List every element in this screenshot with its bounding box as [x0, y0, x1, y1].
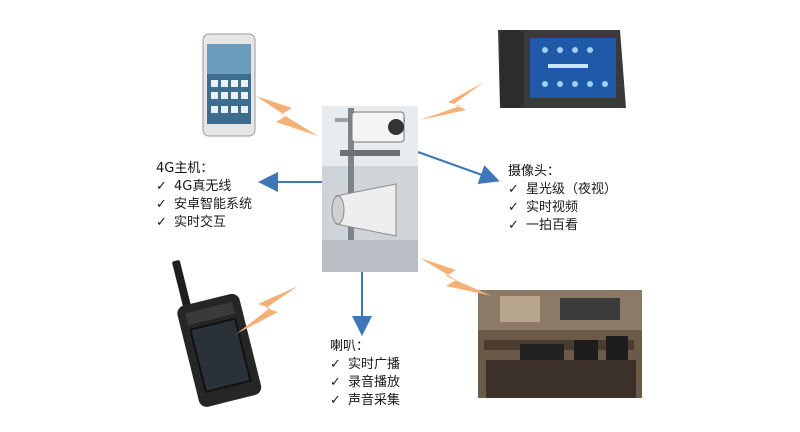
- host-title: 4G主机：: [156, 161, 214, 176]
- camera-item-3: 一拍百看: [508, 217, 617, 235]
- control-room-photo: [478, 290, 642, 398]
- lightning-icon-top-left: [256, 96, 318, 136]
- lightning-icon-top-right: [420, 82, 484, 120]
- speaker-item-1: 实时广播: [330, 356, 400, 374]
- center-pole-photo: [322, 106, 418, 272]
- smartphone-image: [202, 33, 256, 137]
- speaker-item-3: 声音采集: [330, 392, 400, 410]
- speaker-title: 喇叭：: [330, 339, 370, 354]
- host-item-3: 实时交互: [156, 214, 252, 232]
- camera-title: 摄像头：: [508, 164, 561, 179]
- lightning-icon-bottom-right: [420, 258, 492, 296]
- camera-item-2: 实时视频: [508, 199, 617, 217]
- handheld-terminal-image: [172, 260, 262, 407]
- camera-feature-block: 摄像头： 星光级（夜视） 实时视频 一拍百看: [508, 163, 617, 235]
- host-feature-block: 4G主机： 4G真无线 安卓智能系统 实时交互: [156, 160, 252, 232]
- speaker-item-2: 录音播放: [330, 374, 400, 392]
- lightning-icons: [236, 82, 492, 334]
- camera-item-1: 星光级（夜视）: [508, 181, 617, 199]
- host-item-2: 安卓智能系统: [156, 196, 252, 214]
- desk-video-phone-image: [498, 30, 626, 108]
- host-item-1: 4G真无线: [156, 178, 252, 196]
- arrow-to-camera: [417, 151, 500, 185]
- speaker-feature-block: 喇叭： 实时广播 录音播放 声音采集: [330, 338, 400, 410]
